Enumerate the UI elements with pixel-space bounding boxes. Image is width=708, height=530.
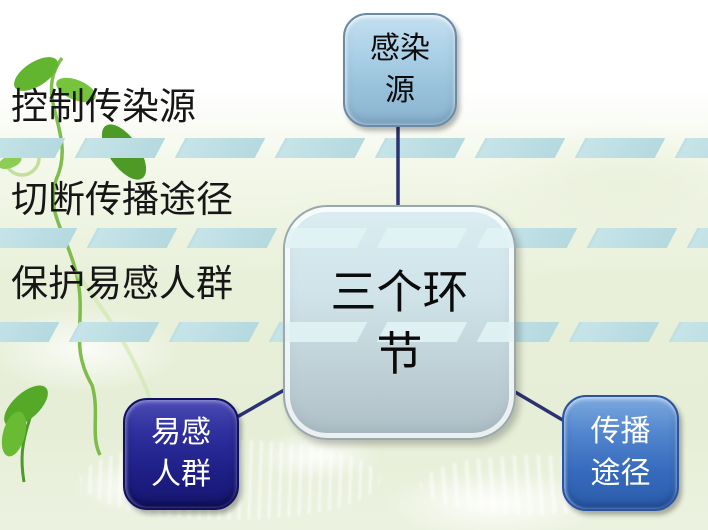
diagram-node-center: 三个环节 (283, 205, 516, 440)
list-item-cut-transmission: 切断传播途径 (11, 179, 233, 220)
list-item-control-source: 控制传染源 (11, 86, 196, 127)
bottom-right-node-label: 传播途径 (590, 415, 651, 490)
list-item-protect-susceptible: 保护易感人群 (11, 263, 233, 304)
bottom-left-node-label: 易感人群 (151, 416, 211, 491)
center-node-label: 三个环节 (330, 265, 469, 380)
diagram-node-transmission-route: 传播途径 (562, 395, 679, 511)
diagram-node-susceptible-population: 易感人群 (123, 398, 239, 510)
dash-band-row (0, 138, 708, 158)
dash-band-overlay (285, 228, 514, 248)
diagram-node-infection-source: 感染源 (343, 13, 457, 127)
top-node-label: 感染源 (370, 32, 430, 107)
